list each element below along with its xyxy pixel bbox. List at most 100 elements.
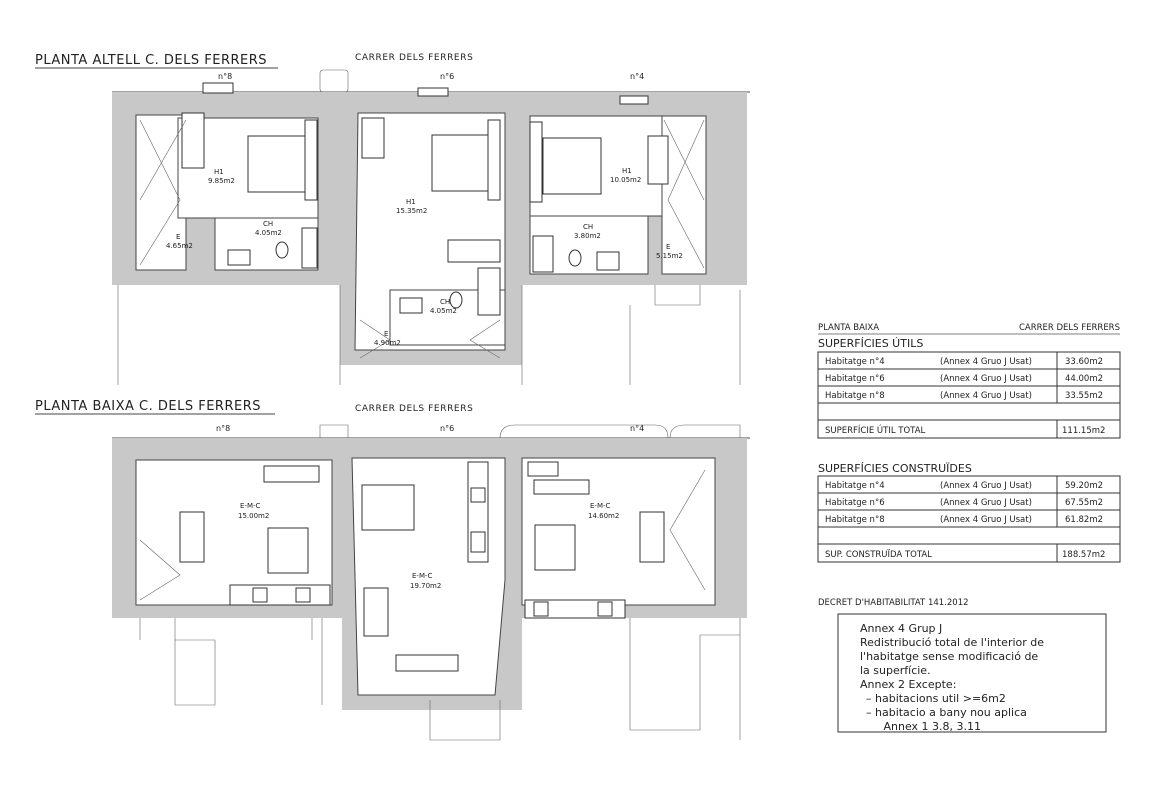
room-area: 4.65m2	[166, 242, 193, 250]
tv-unit-icon	[395, 654, 459, 672]
room-area: 19.70m2	[410, 582, 441, 590]
total-label: SUP. CONSTRUÏDA TOTAL	[825, 549, 932, 560]
decree-title: DECRET D'HABITABILITAT 141.2012	[818, 598, 969, 608]
sofa-icon	[639, 511, 665, 563]
bottom-unit-label-6: n°6	[440, 424, 454, 433]
decree-line: – habitacio a bany nou aplica	[866, 706, 1027, 719]
room-label: H1	[406, 198, 416, 206]
room-area: 15.00m2	[238, 512, 269, 520]
room-label: E	[666, 243, 670, 251]
stair-lines-icon	[429, 700, 501, 741]
row-value: 61.82m2	[1065, 515, 1103, 525]
dining-table-icon	[361, 484, 415, 531]
toilet-icon	[449, 291, 463, 309]
room-label: E-M-C	[412, 572, 433, 580]
room-label: E-M-C	[240, 502, 261, 510]
shower-icon	[477, 267, 501, 316]
stair-lines-icon	[669, 469, 706, 591]
stair-lines-icon	[139, 119, 187, 266]
toilet-icon	[275, 241, 289, 259]
hob-icon	[597, 601, 613, 617]
room-area: 3.80m2	[574, 232, 601, 240]
sofa-icon	[179, 511, 205, 563]
room-area: 4.90m2	[374, 339, 401, 347]
row-note: (Annex 4 Gruo J Usat)	[940, 515, 1032, 525]
row-note: (Annex 4 Gruo J Usat)	[940, 498, 1032, 508]
stair-lines-icon	[359, 319, 501, 359]
wardrobe-icon	[181, 112, 205, 169]
row-label: Habitatge n°8	[825, 391, 885, 401]
room-area: 4.05m2	[430, 307, 457, 315]
wardrobe-icon	[447, 239, 501, 263]
table-border	[817, 475, 1121, 563]
built-surfaces-title: SUPERFÍCIES CONSTRUÏDES	[818, 462, 972, 475]
dining-table-icon	[534, 524, 576, 571]
decree-note: DECRET D'HABITABILITAT 141.2012 Annex 4 …	[818, 598, 1107, 733]
room-label: E	[176, 233, 180, 241]
bottom-unit-label-4: n°4	[630, 424, 644, 433]
row-note: (Annex 4 Gruo J Usat)	[940, 391, 1032, 401]
stair-lines-icon	[139, 539, 181, 601]
room-area: 5.15m2	[656, 252, 683, 260]
total-value: 188.57m2	[1062, 550, 1105, 560]
top-street-label: CARRER DELS FERRERS	[355, 53, 473, 63]
room-area: 9.85m2	[208, 177, 235, 185]
bottom-plan-title: PLANTA BAIXA C. DELS FERRERS	[35, 399, 261, 414]
decree-line: Annex 2 Excepte:	[860, 678, 956, 691]
stair-room-unit4	[661, 115, 707, 275]
top-plan-title: PLANTA ALTELL C. DELS FERRERS	[35, 53, 267, 68]
dining-table-icon	[267, 527, 309, 574]
row-value: 33.60m2	[1065, 357, 1103, 367]
top-unit-label-8: n°8	[218, 72, 232, 81]
top-floor-plan: PLANTA ALTELL C. DELS FERRERS CARRER DEL…	[35, 53, 750, 385]
useful-surfaces-table: Habitatge n°4 (Annex 4 Gruo J Usat) 33.6…	[817, 351, 1121, 439]
decree-line: – habitacions util >=6m2	[866, 692, 1006, 705]
kitchen-sink-icon	[470, 487, 486, 503]
room-area: 15.35m2	[396, 207, 427, 215]
courtyard-lines	[629, 618, 741, 740]
room-label: E-M-C	[590, 502, 611, 510]
row-label: Habitatge n°4	[825, 357, 885, 367]
decree-box	[837, 613, 1107, 733]
wardrobe-icon	[647, 135, 669, 185]
window-icon	[417, 87, 449, 97]
row-value: 59.20m2	[1065, 481, 1103, 491]
sofa-icon	[363, 587, 389, 637]
useful-surfaces-title: SUPERFÍCIES ÚTILS	[818, 337, 923, 350]
window-icon	[202, 82, 234, 94]
row-value: 33.55m2	[1065, 391, 1103, 401]
counter-icon	[263, 465, 320, 483]
sink-icon	[399, 297, 423, 314]
row-note: (Annex 4 Gruo J Usat)	[940, 357, 1032, 367]
sink-icon	[227, 249, 251, 266]
room-label: H1	[214, 168, 224, 176]
entrance-canopy	[319, 69, 349, 93]
total-label: SUPERFÍCIE ÚTIL TOTAL	[825, 424, 926, 436]
room-area: 10.05m2	[610, 176, 641, 184]
courtyard-lines	[139, 618, 323, 706]
shower-icon	[301, 227, 318, 269]
row-label: Habitatge n°4	[825, 481, 885, 491]
row-value: 67.55m2	[1065, 498, 1103, 508]
total-value: 111.15m2	[1062, 426, 1105, 436]
row-label: Habitatge n°6	[825, 498, 885, 508]
bed-icon	[247, 135, 309, 193]
row-note: (Annex 4 Gruo J Usat)	[940, 374, 1032, 384]
row-label: Habitatge n°6	[825, 374, 885, 384]
summary-header-left: PLANTA BAIXA	[818, 323, 879, 333]
room-label: CH	[263, 220, 273, 228]
hob-icon	[470, 531, 486, 553]
courtyard-lines	[117, 285, 741, 385]
ground-floor-plan: PLANTA BAIXA C. DELS FERRERS CARRER DELS…	[35, 399, 750, 741]
top-unit-label-4: n°4	[630, 72, 644, 81]
built-surfaces-table: Habitatge n°4 (Annex 4 Gruo J Usat) 59.2…	[817, 475, 1121, 563]
kitchen-counter-icon	[229, 584, 331, 606]
bottom-unit-label-8: n°8	[216, 424, 230, 433]
bottom-street-label: CARRER DELS FERRERS	[355, 404, 473, 414]
entrance-canopies	[319, 424, 741, 439]
row-label: Habitatge n°8	[825, 515, 885, 525]
summary-header-right: CARRER DELS FERRERS	[1019, 323, 1120, 333]
cabinet-icon	[527, 461, 559, 477]
room-label: H1	[622, 167, 632, 175]
